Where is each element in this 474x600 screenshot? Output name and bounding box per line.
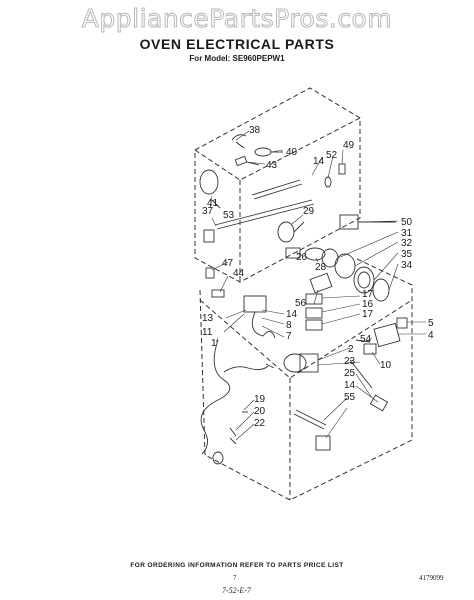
callout: 56 — [295, 298, 307, 309]
callout: 13 — [202, 313, 214, 324]
part-54 — [355, 339, 371, 343]
part-17 — [305, 293, 323, 305]
callout: 32 — [401, 238, 413, 249]
callout: 47 — [222, 258, 234, 269]
part-23 — [349, 359, 373, 389]
model-subtitle: For Model: SE960PEPW1 — [189, 54, 285, 63]
callout: 50 — [401, 217, 413, 228]
callout: 2 — [348, 344, 354, 355]
part-5 — [396, 317, 408, 329]
callout: 14 — [344, 380, 356, 391]
callout: 1 — [211, 338, 217, 349]
leader-lines — [209, 130, 426, 441]
callout: 35 — [401, 249, 413, 260]
part-10 — [363, 343, 377, 355]
callout: 10 — [380, 360, 392, 371]
rod-53 — [214, 199, 315, 230]
watermark: AppliancePartsPros.com — [81, 4, 393, 34]
callouts: 38 40 43 49 52 14 41 37 53 29 50 31 32 3… — [202, 125, 434, 429]
callout: 26 — [296, 252, 308, 263]
part-22 — [229, 437, 237, 445]
switch-26 — [285, 247, 301, 259]
element-rod-14 — [251, 179, 303, 200]
part-41 — [199, 169, 221, 209]
callout: 25 — [344, 368, 356, 379]
callout: 28 — [315, 262, 327, 273]
part-40 — [254, 147, 283, 157]
callout: 11 — [202, 327, 213, 338]
part-20 — [229, 427, 237, 437]
callout: 16 — [362, 299, 374, 310]
bracket-56 — [309, 272, 333, 294]
callout: 8 — [286, 320, 292, 331]
thermostat-29 — [277, 221, 305, 243]
callout: 5 — [428, 318, 434, 329]
ordering-info-footer: FOR ORDERING INFORMATION REFER TO PARTS … — [130, 562, 344, 569]
part-55 — [315, 435, 331, 451]
callout: 22 — [254, 418, 266, 429]
callout: 40 — [286, 147, 298, 158]
callout: 17 — [362, 309, 374, 320]
callout: 38 — [249, 125, 261, 136]
motor-2 — [283, 353, 319, 373]
callout: 34 — [401, 260, 413, 271]
callout: 52 — [326, 150, 338, 161]
part-44 — [211, 289, 225, 298]
callout: 31 — [401, 228, 413, 239]
light-28 — [304, 247, 326, 261]
switch-4 — [373, 322, 401, 348]
callout: 41 — [207, 198, 219, 209]
callout: 4 — [428, 330, 434, 341]
callout: 29 — [303, 206, 315, 217]
handwritten-note: 7-52-E-7 — [222, 586, 251, 595]
element-14-lower — [293, 409, 327, 430]
callout: 37 — [202, 206, 214, 217]
lower-cabinet-outline — [199, 257, 413, 501]
part-number: 4179099 — [419, 574, 444, 582]
part-49 — [338, 163, 346, 175]
callout: 43 — [266, 160, 278, 171]
page-title: OVEN ELECTRICAL PARTS — [139, 36, 335, 52]
page-number: 7 — [233, 574, 237, 582]
part-47 — [205, 267, 215, 279]
callout: 23 — [344, 356, 356, 367]
callout: 19 — [254, 394, 266, 405]
ring-32 — [334, 253, 356, 279]
callout: 14 — [286, 309, 298, 320]
part-52 — [324, 176, 332, 188]
part-16 — [305, 307, 323, 319]
callout: 20 — [254, 406, 266, 417]
callout: 49 — [343, 140, 355, 151]
part-38 — [231, 134, 247, 149]
part-43 — [234, 155, 260, 167]
part-25 — [369, 394, 389, 412]
callout: 17 — [362, 289, 374, 300]
callout: 55 — [344, 392, 356, 403]
callout: 14 — [313, 156, 325, 167]
callout: 7 — [286, 331, 292, 342]
part-17-b — [305, 319, 323, 331]
callout: 53 — [223, 210, 235, 221]
upper-cabinet-outline — [194, 87, 361, 283]
transformer-13 — [243, 295, 276, 339]
power-cord-1 — [200, 339, 275, 465]
ring-34 — [372, 278, 390, 302]
callout: 44 — [233, 268, 245, 279]
callout: 54 — [360, 334, 372, 345]
part-37 — [203, 229, 215, 243]
